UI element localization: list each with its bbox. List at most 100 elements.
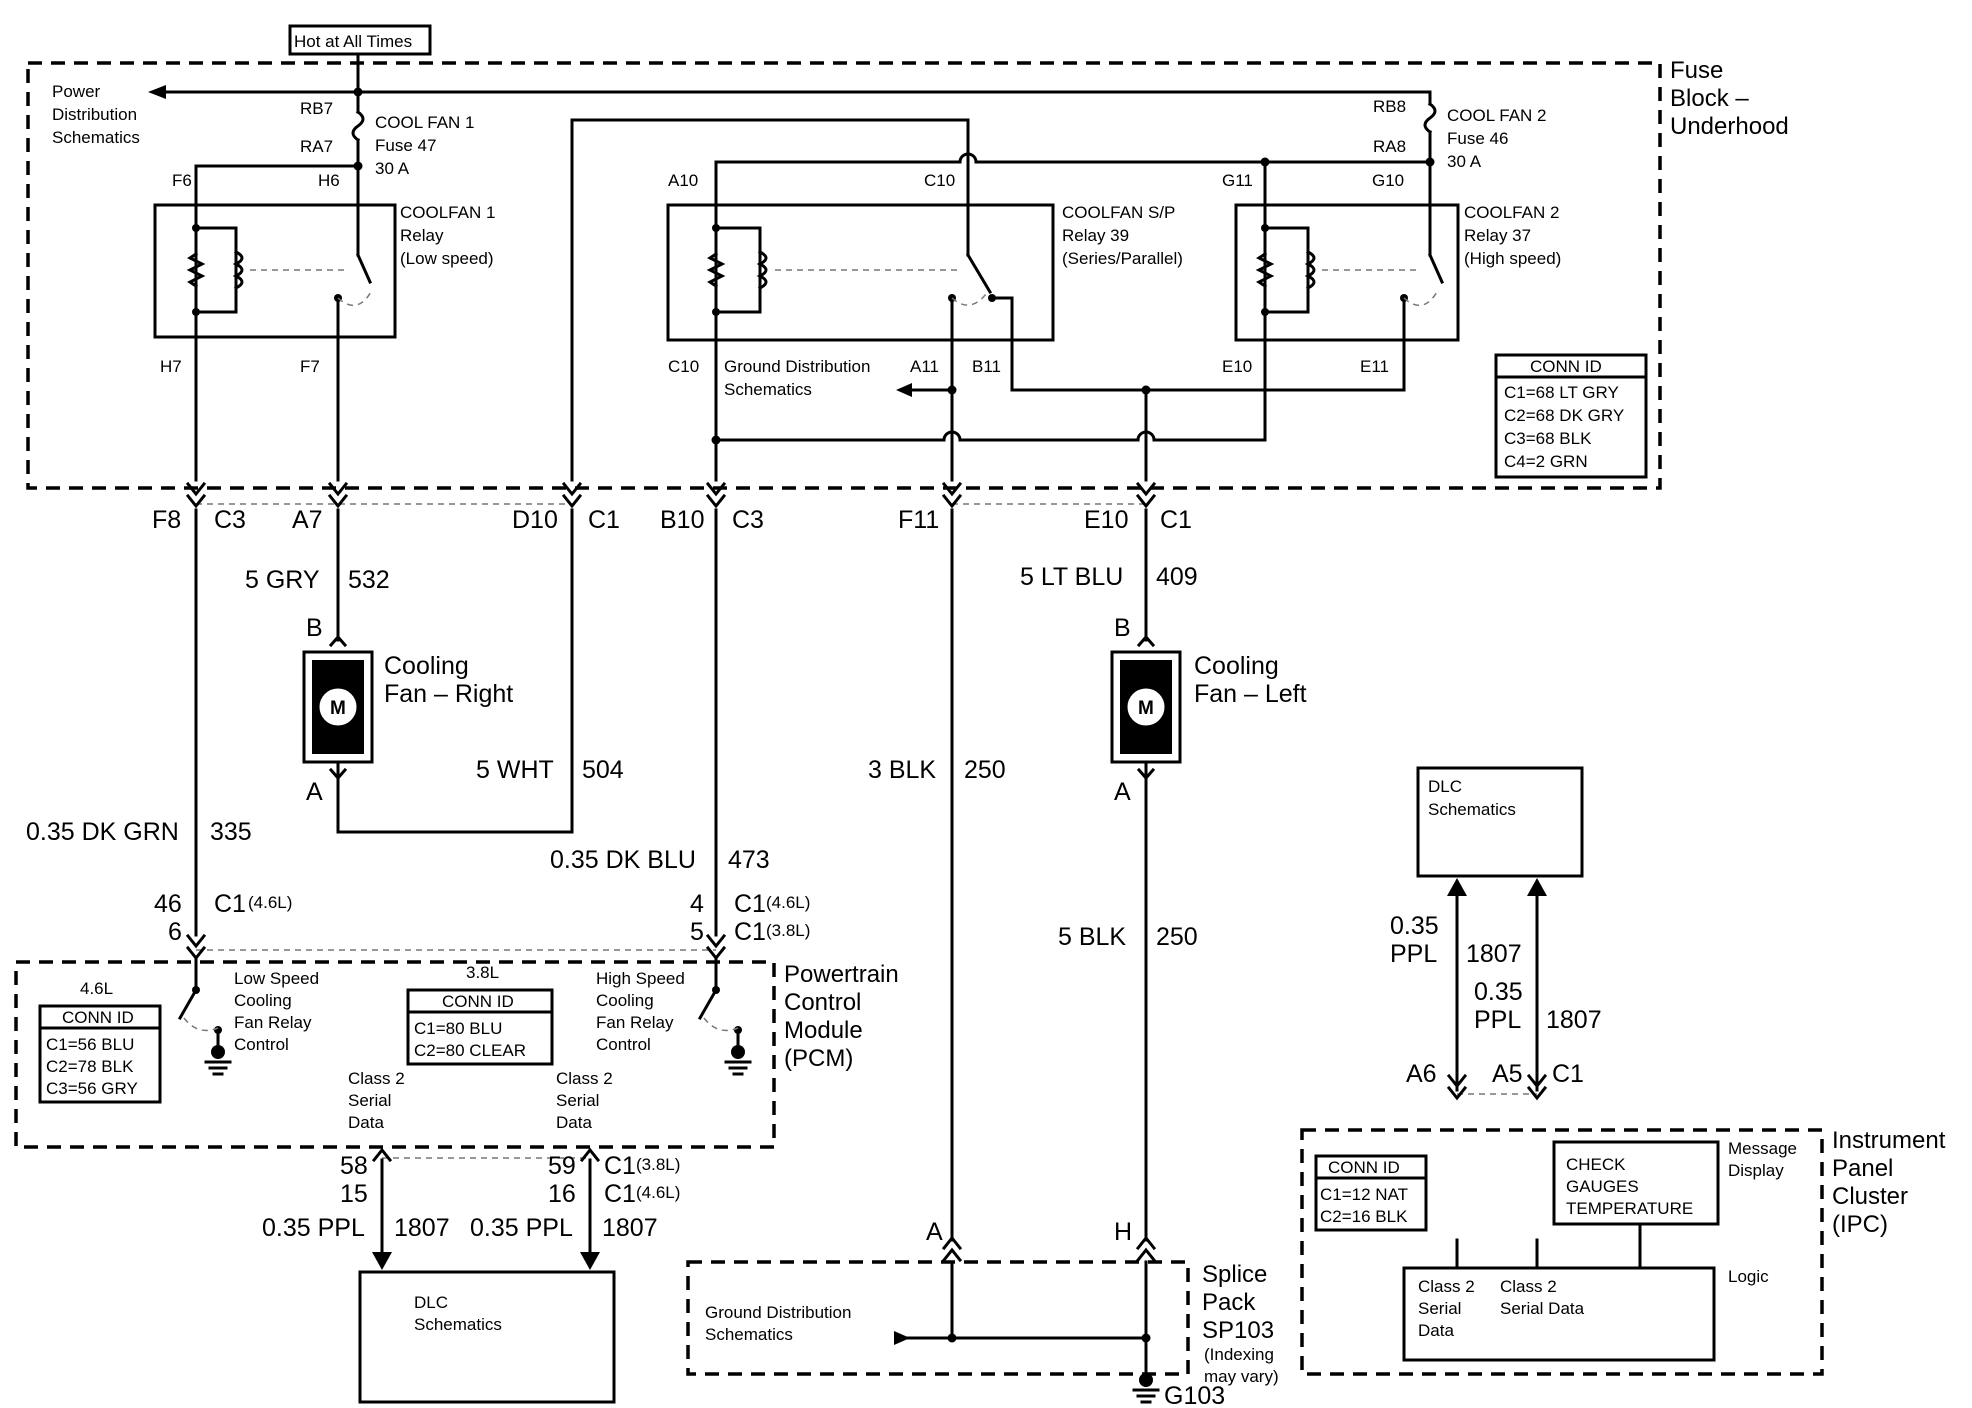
wire-dkgrn-color: 0.35 DK GRN — [26, 818, 179, 846]
relay-sp-pin-a10: A10 — [668, 171, 698, 190]
power-dist-label-3: Schematics — [52, 128, 140, 147]
dlc-right-label-1: DLC — [1428, 777, 1462, 796]
pcm-conn46-title: CONN ID — [62, 1008, 134, 1027]
wire-ppl-c-color: 0.35 PPL — [262, 1214, 365, 1242]
splice-ground-dist-2: Schematics — [705, 1325, 793, 1344]
pcm-boundary — [14, 960, 776, 1149]
relay2-switch-icon — [1400, 193, 1444, 344]
relay2-label-1: COOLFAN 2 — [1464, 203, 1559, 222]
ipc-check-3: TEMPERATURE — [1566, 1199, 1693, 1218]
pcm-conn-right-eng-b: (3.8L) — [766, 921, 810, 940]
pcm-title-4: (PCM) — [784, 1045, 853, 1072]
splice-junction-a — [947, 1333, 957, 1343]
fuse46-label-2: Fuse 46 — [1447, 129, 1508, 148]
dlc-right-arrow-b-icon — [1527, 878, 1547, 896]
fuse47-label-2: Fuse 47 — [375, 136, 436, 155]
pcm-low-label-3: Fan Relay — [234, 1013, 312, 1032]
pcm-conn46-box — [38, 1004, 162, 1104]
pcm-title-1: Powertrain — [784, 961, 899, 988]
fan-right-motor-glyph: M — [330, 698, 346, 719]
fb-ground-dist-label-2: Schematics — [724, 380, 812, 399]
fan-left-label-2: Fan – Left — [1194, 680, 1307, 708]
pcm-pin-4: 4 — [690, 890, 704, 918]
wire-blk3-color: 3 BLK — [868, 756, 936, 784]
wire-ppl-b-gauge: 0.35 — [1474, 978, 1523, 1006]
ipc-logic-box — [1402, 1266, 1716, 1362]
relay2-pin-e11: E11 — [1360, 357, 1389, 376]
relay2-coil-icon — [1255, 193, 1316, 442]
relay-sp-label-1: COOLFAN S/P — [1062, 203, 1175, 222]
wire-wht-color: 5 WHT — [476, 756, 554, 784]
fuse46-pin-bot: RA8 — [1373, 137, 1406, 156]
relay1-pin-f7: F7 — [300, 357, 320, 376]
ipc-pin-c1: C1 — [1552, 1060, 1584, 1088]
pcm-serial-a-2: Serial — [348, 1091, 391, 1110]
ipc-title-2: Panel — [1832, 1155, 1893, 1182]
splice-junction-h — [1141, 1333, 1151, 1343]
fb-conn-c3: C3=68 BLK — [1504, 429, 1592, 448]
ipc-serial-a-1: Class 2 — [1418, 1277, 1475, 1296]
conn-f11: F11 — [898, 506, 939, 534]
dlc-bottom-box[interactable] — [358, 1270, 616, 1404]
pcm-conn38-box — [406, 988, 554, 1066]
relay1-switch-icon — [334, 193, 373, 344]
splice-title-2: Pack — [1202, 1289, 1256, 1316]
relay-sp-label-3: (Series/Parallel) — [1062, 249, 1183, 268]
ipc-title-3: Cluster — [1832, 1183, 1908, 1210]
dlc-right-arrow-a-icon — [1447, 878, 1467, 896]
fuse47-pin-top: RB7 — [300, 99, 333, 118]
pcm-pin-59: 59 — [548, 1152, 576, 1180]
ipc-message-2: Display — [1728, 1161, 1784, 1180]
splice-ground-arrow-icon — [894, 1331, 910, 1345]
dlc-bottom-label-2: Schematics — [414, 1315, 502, 1334]
splice-title-1: Splice — [1202, 1261, 1267, 1288]
ipc-title-1: Instrument — [1832, 1127, 1946, 1154]
pcm-pin-6: 6 — [168, 918, 182, 946]
pcm-high-label-4: Control — [596, 1035, 651, 1054]
dlc-arrow-a-icon — [372, 1252, 392, 1270]
ipc-check-gauges-box — [1552, 1140, 1720, 1226]
c10-junction — [711, 435, 721, 445]
splice-ground-label: G103 — [1164, 1382, 1225, 1408]
splice-title-4: (Indexing — [1204, 1345, 1274, 1364]
wire-ppl-a-circuit: 1807 — [1466, 940, 1522, 968]
fuse46-label-3: 30 A — [1447, 152, 1482, 171]
conn-f8-c3: C3 — [214, 506, 246, 534]
fan-right-label-2: Fan – Right — [384, 680, 513, 708]
fan-right-pin-b: B — [306, 614, 323, 642]
power-dist-label-1: Power — [52, 82, 101, 101]
pcm-pin-58: 58 — [340, 1152, 368, 1180]
pcm-conn38-c2: C2=80 CLEAR — [414, 1041, 526, 1060]
pcm-conn46-c3: C3=56 GRY — [46, 1079, 138, 1098]
wire-blk5-circuit: 250 — [1156, 923, 1198, 951]
relay-sp-pin-c10-top: C10 — [924, 171, 955, 190]
wire-dkblu-circuit: 473 — [728, 846, 770, 874]
fan-right-pin-a: A — [306, 778, 323, 806]
pcm-bottom-chevron-a — [371, 1147, 393, 1163]
ipc-pin-a6: A6 — [1406, 1060, 1437, 1088]
fuse47-label-1: COOL FAN 1 — [375, 113, 475, 132]
relay-sp-coil-icon — [706, 193, 768, 482]
pcm-high-label-3: Fan Relay — [596, 1013, 674, 1032]
wire-blk5-color: 5 BLK — [1058, 923, 1126, 951]
pcm-conn-left-eng: (4.6L) — [248, 893, 292, 912]
ipc-chevron-a6 — [1446, 1073, 1468, 1101]
pcm-conn-right-c1a: C1 — [734, 890, 766, 918]
ipc-serial-a-2: Serial — [1418, 1299, 1461, 1318]
ipc-serial-b-2: Serial Data — [1500, 1299, 1585, 1318]
ipc-chevron-a5 — [1526, 1073, 1548, 1101]
wire-ppl-d-color: 0.35 PPL — [470, 1214, 573, 1242]
dlc-right-box[interactable] — [1416, 766, 1584, 878]
pcm-low-speed-switch-icon — [177, 958, 232, 1076]
pcm-pin-16: 16 — [548, 1180, 576, 1208]
pcm-low-label-1: Low Speed — [234, 969, 319, 988]
ipc-serial-b-1: Class 2 — [1500, 1277, 1557, 1296]
fb-conn-id-box — [1494, 353, 1648, 479]
fan-right-label-1: Cooling — [384, 652, 469, 680]
fan-left-motor-glyph: M — [1138, 698, 1154, 719]
pcm-low-label-4: Control — [234, 1035, 289, 1054]
splice-chevron-a — [941, 1235, 963, 1263]
ipc-serial-a-3: Data — [1418, 1321, 1454, 1340]
